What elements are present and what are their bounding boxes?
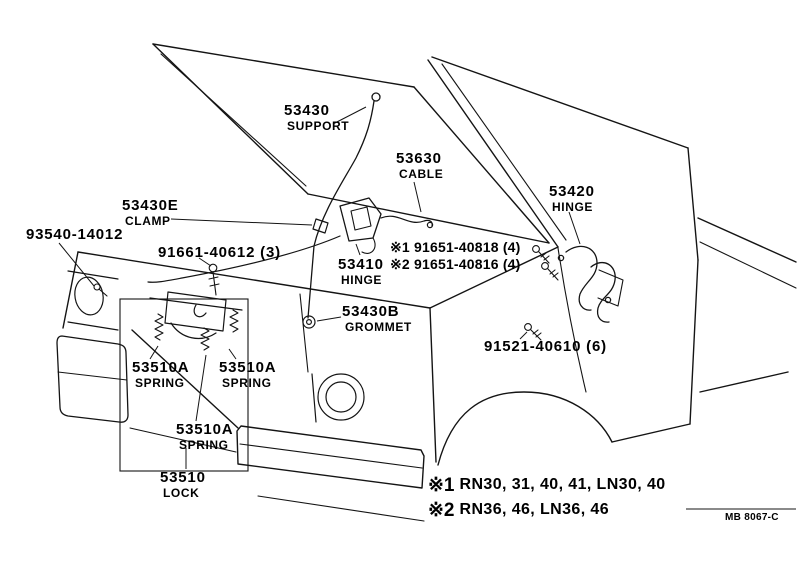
part-label-91521: 91521-40610 (6) xyxy=(484,339,607,355)
leader-spring-3 xyxy=(195,354,207,422)
front-body-outline xyxy=(62,251,691,466)
part-number: 91521-40610 (6) xyxy=(484,338,607,355)
hinge-bolt-2 xyxy=(541,262,559,281)
leader-hinge-right xyxy=(568,211,581,245)
leader-spring-2 xyxy=(228,348,237,360)
leader-cable xyxy=(413,181,422,213)
hood-hinge-center xyxy=(339,197,382,254)
part-label-support: 53430 SUPPORT xyxy=(284,103,349,132)
part-number: 53630 xyxy=(396,150,442,167)
part-label-cable: 53630 CABLE xyxy=(396,151,443,180)
lock-screw-91661 xyxy=(208,263,220,296)
screw-93540 xyxy=(93,283,108,297)
part-label-spring-2: 53510A SPRING xyxy=(219,360,276,389)
part-name: SPRING xyxy=(179,437,229,452)
part-name: HINGE xyxy=(552,199,594,214)
lock-detail-box xyxy=(119,298,249,472)
part-name: SPRING xyxy=(135,375,185,390)
fender-bolt-91521 xyxy=(524,323,542,341)
spring-coil-1 xyxy=(154,313,164,341)
part-name: HINGE xyxy=(341,272,383,287)
part-label-hinge-center: 53410 HINGE xyxy=(338,257,384,286)
part-label-hinge-right: 53420 HINGE xyxy=(549,184,595,213)
part-name: CLAMP xyxy=(125,213,171,228)
part-name: CABLE xyxy=(399,166,444,181)
part-label-lock: 53510 LOCK xyxy=(160,470,206,499)
left-headlight xyxy=(67,270,119,331)
drawing-code: MB 8067-C xyxy=(725,512,779,523)
part-number: 53410 xyxy=(338,256,384,273)
part-label-91661: 91661-40612 (3) xyxy=(158,245,281,261)
grommet xyxy=(302,315,316,329)
part-number: 91661-40612 (3) xyxy=(158,244,281,261)
part-label-93540: 93540-14012 xyxy=(26,227,123,243)
part-label-spring-1: 53510A SPRING xyxy=(132,360,189,389)
part-name: LOCK xyxy=(163,485,200,500)
part-label-91651-variant1: ※1 91651-40818 (4) xyxy=(390,240,521,255)
leader-93540 xyxy=(58,242,95,287)
part-name: SUPPORT xyxy=(287,118,350,133)
part-label-spring-3: 53510A SPRING xyxy=(176,422,233,451)
part-number: ※1 91651-40818 (4) xyxy=(390,239,521,255)
part-number: ※2 91651-40816 (4) xyxy=(390,256,521,272)
part-number: 53510A xyxy=(176,421,234,438)
part-label-clamp: 53430E CLAMP xyxy=(122,198,179,227)
wheel-arch xyxy=(437,391,613,466)
leader-spring-1 xyxy=(149,345,159,360)
front-bumper xyxy=(236,425,425,522)
note-text: RN30, 31, 40, 41, LN30, 40 xyxy=(459,476,666,493)
part-name: SPRING xyxy=(222,375,272,390)
part-label-grommet: 53430B GROMMET xyxy=(342,304,412,333)
spring-coil-2 xyxy=(200,327,210,351)
part-number: 53420 xyxy=(549,183,595,200)
part-number: 53430 xyxy=(284,102,330,119)
hood-lock-assembly xyxy=(149,291,243,340)
part-number: 53510A xyxy=(219,359,277,376)
part-number: 53430B xyxy=(342,303,400,320)
part-number: 53510 xyxy=(160,469,206,486)
leader-91661 xyxy=(198,257,212,267)
leader-clamp xyxy=(170,218,313,226)
hood-parts xyxy=(93,92,624,351)
leader-support xyxy=(332,106,367,125)
note-marker: ※1 xyxy=(428,475,455,496)
part-label-91651-variant2: ※2 91651-40816 (4) xyxy=(390,257,521,272)
release-cable xyxy=(147,215,434,283)
leader-91521 xyxy=(519,331,528,340)
note-marker: ※2 xyxy=(428,500,455,521)
hood-panel-open xyxy=(152,43,550,244)
left-bumper xyxy=(56,335,129,423)
cab-and-bed-outline xyxy=(427,56,797,425)
leader-lines xyxy=(58,106,796,510)
spring-coil-3 xyxy=(229,309,239,333)
hood-hinge-right xyxy=(557,245,624,323)
rod-clamp xyxy=(312,218,329,234)
hinge-bolt-1 xyxy=(532,245,550,264)
hood-support-rod xyxy=(307,92,381,319)
part-number: 93540-14012 xyxy=(26,226,124,243)
leader-grommet xyxy=(316,316,342,322)
truck-line-art xyxy=(56,43,797,522)
note-text: RN36, 46, LN36, 46 xyxy=(459,501,609,518)
part-name: GROMMET xyxy=(345,319,412,334)
part-number: 53510A xyxy=(132,359,190,376)
leader-hinge-center xyxy=(355,243,361,256)
center-headlight xyxy=(311,373,365,423)
part-number: 53430E xyxy=(122,197,179,214)
